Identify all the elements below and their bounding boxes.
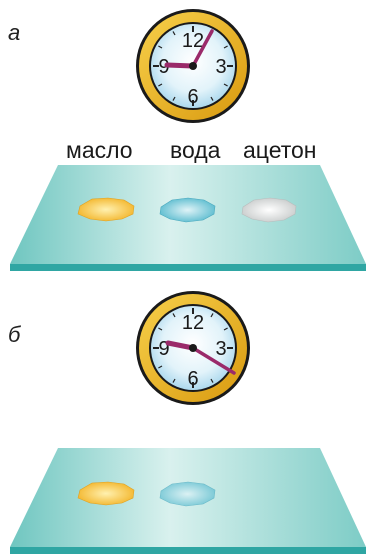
clock-a-numeral-9: 9 — [158, 56, 169, 78]
water-drop-a — [159, 197, 216, 223]
clock-b-numeral-6: 6 — [187, 368, 198, 390]
clock-a-numeral-3: 3 — [215, 56, 226, 78]
clock-a-minute-hand — [191, 29, 214, 68]
acetone-drop-a — [241, 197, 297, 223]
label-water: вода — [170, 137, 221, 163]
panel-a-label: а — [8, 20, 21, 45]
clock-a: 12 3 6 9 — [136, 9, 250, 123]
clock-b-hour-hand — [165, 340, 196, 351]
clock-b-numeral-3: 3 — [215, 338, 226, 360]
clock-a-numeral-12: 12 — [182, 30, 204, 52]
clock-b-numeral-12: 12 — [182, 312, 204, 334]
glass-plate-b — [10, 448, 366, 554]
label-acetone: ацетон — [243, 137, 317, 163]
oil-drop-b — [77, 481, 135, 506]
clock-b-numeral-9: 9 — [158, 338, 169, 360]
oil-drop-a — [77, 197, 135, 222]
clock-b: 12 3 6 9 — [136, 291, 250, 405]
clock-b-minute-hand — [191, 346, 236, 375]
glass-plate-a — [10, 165, 366, 271]
panel-b-label: б — [8, 322, 21, 347]
water-drop-b — [159, 481, 216, 507]
clock-a-hour-hand — [164, 62, 196, 69]
label-oil: масло — [66, 137, 133, 163]
clock-a-numeral-6: 6 — [187, 86, 198, 108]
